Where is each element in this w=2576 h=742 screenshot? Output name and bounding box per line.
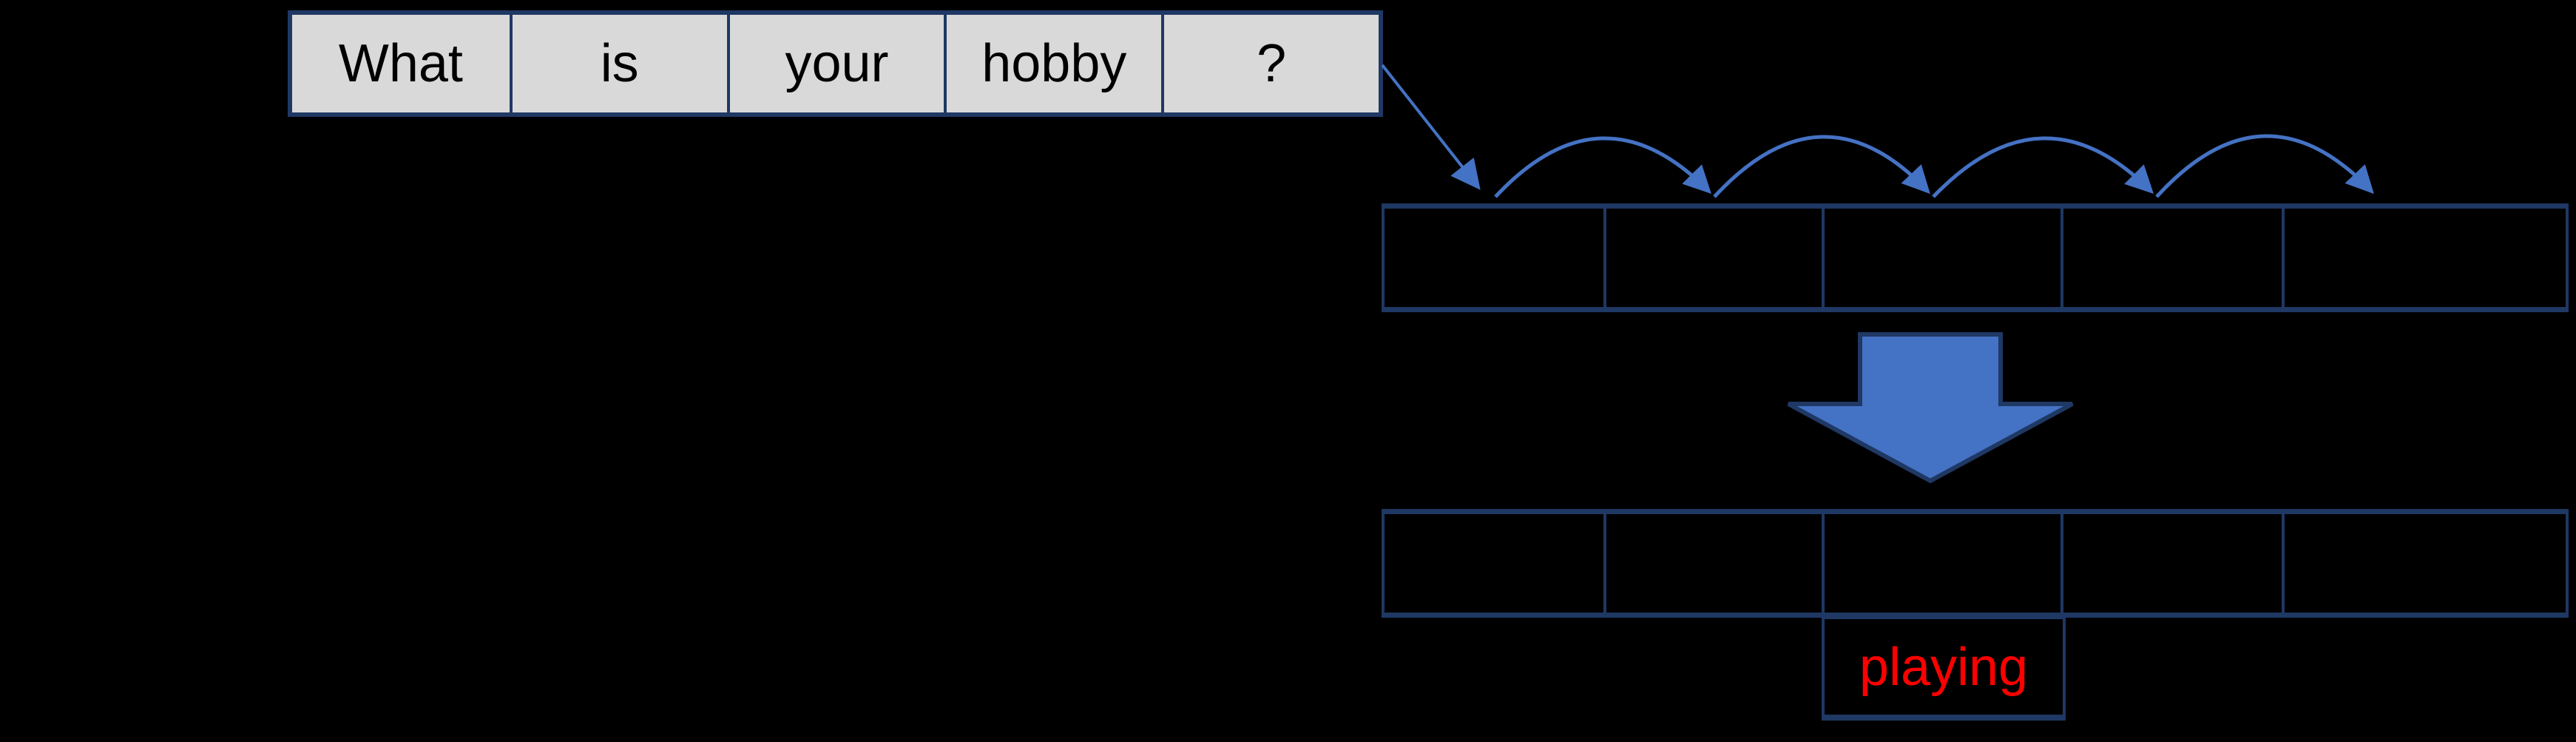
hop-arrow-icon: [1932, 136, 2154, 198]
hop-arrow-icon: [2155, 134, 2374, 198]
output-cell: [2281, 514, 2566, 613]
embedding-cell: [2281, 209, 2566, 307]
token-label: ?: [1257, 34, 1287, 93]
hop-arrow-icons: [1494, 134, 2374, 198]
embedding-cell: [1385, 209, 1603, 307]
token-label: What: [338, 34, 463, 93]
sentence-token-cell: is: [509, 15, 727, 112]
token-to-vector-arrow-icon: [1381, 64, 1481, 190]
output-cell: [1385, 514, 1603, 613]
big-down-arrow-icon: [1787, 332, 2074, 484]
output-cell: [2061, 514, 2282, 613]
sentence-token-cell: ?: [1161, 15, 1379, 112]
token-label: your: [785, 34, 889, 93]
sentence-token-cell: What: [292, 15, 510, 112]
embedding-cell: [2061, 209, 2282, 307]
token-label: hobby: [981, 34, 1127, 93]
token-label: is: [600, 34, 639, 93]
output-cell: [1822, 514, 2061, 613]
sentence-token-row: What is your hobby ?: [288, 10, 1383, 117]
sentence-token-cell: your: [726, 15, 944, 112]
prediction-cell: playing: [1822, 616, 2066, 721]
prediction-label: playing: [1859, 637, 2029, 697]
output-row: [1382, 509, 2569, 618]
embedding-cell: [1822, 209, 2061, 307]
sentence-token-cell: hobby: [944, 15, 1161, 112]
embedding-cell: [1603, 209, 1822, 307]
embedding-row: [1382, 203, 2569, 312]
hop-arrow-icon: [1494, 136, 1711, 198]
hop-arrow-icon: [1713, 135, 1930, 198]
output-cell: [1603, 514, 1822, 613]
